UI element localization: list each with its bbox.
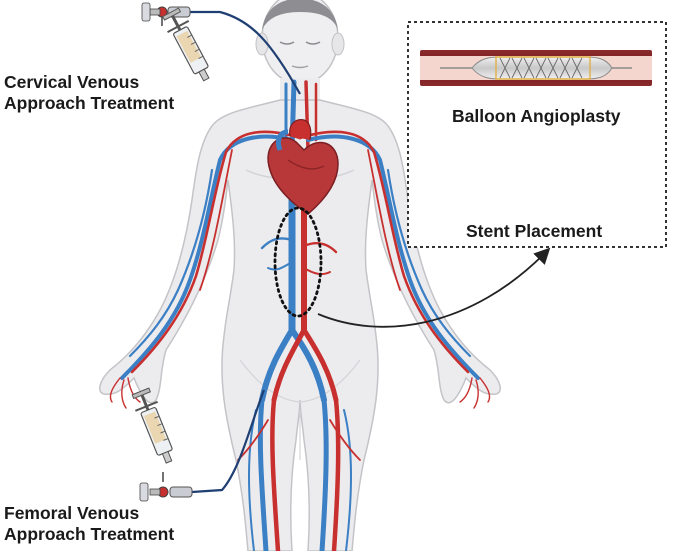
balloon-catheter-icon <box>420 50 652 86</box>
stent-placement-label: Stent Placement <box>466 221 602 242</box>
cervical-approach-label: Cervical Venous Approach Treatment <box>4 72 174 114</box>
cervical-label-line1: Cervical Venous <box>4 72 174 93</box>
femoral-label-line2: Approach Treatment <box>4 524 174 545</box>
femoral-approach-label: Femoral Venous Approach Treatment <box>4 503 174 545</box>
femoral-label-line1: Femoral Venous <box>4 503 174 524</box>
balloon-angioplasty-label: Balloon Angioplasty <box>452 106 621 127</box>
cervical-label-line2: Approach Treatment <box>4 93 174 114</box>
